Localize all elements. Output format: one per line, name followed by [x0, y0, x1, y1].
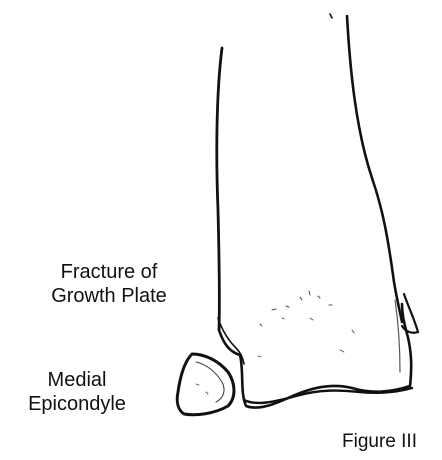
medial-epicondyle-fragment [177, 354, 234, 415]
growth-plate-label-line-1: Fracture of [14, 260, 204, 284]
shaft-mark [330, 14, 332, 18]
growth-plate-label-line-2: Growth Plate [14, 284, 204, 308]
medial-epicondyle-label-line-1: Medial [2, 368, 152, 392]
figure-caption: Figure III [342, 431, 417, 453]
growth-plate-fracture-label: Fracture of Growth Plate [14, 260, 204, 308]
humerus-shaft-right-outline [347, 16, 402, 322]
medial-epicondyle-label-line-2: Epicondyle [2, 392, 152, 416]
bone-texture-marks [258, 291, 354, 357]
medial-epicondyle-label: Medial Epicondyle [2, 368, 152, 416]
humerus-shaft-outline [217, 48, 222, 330]
